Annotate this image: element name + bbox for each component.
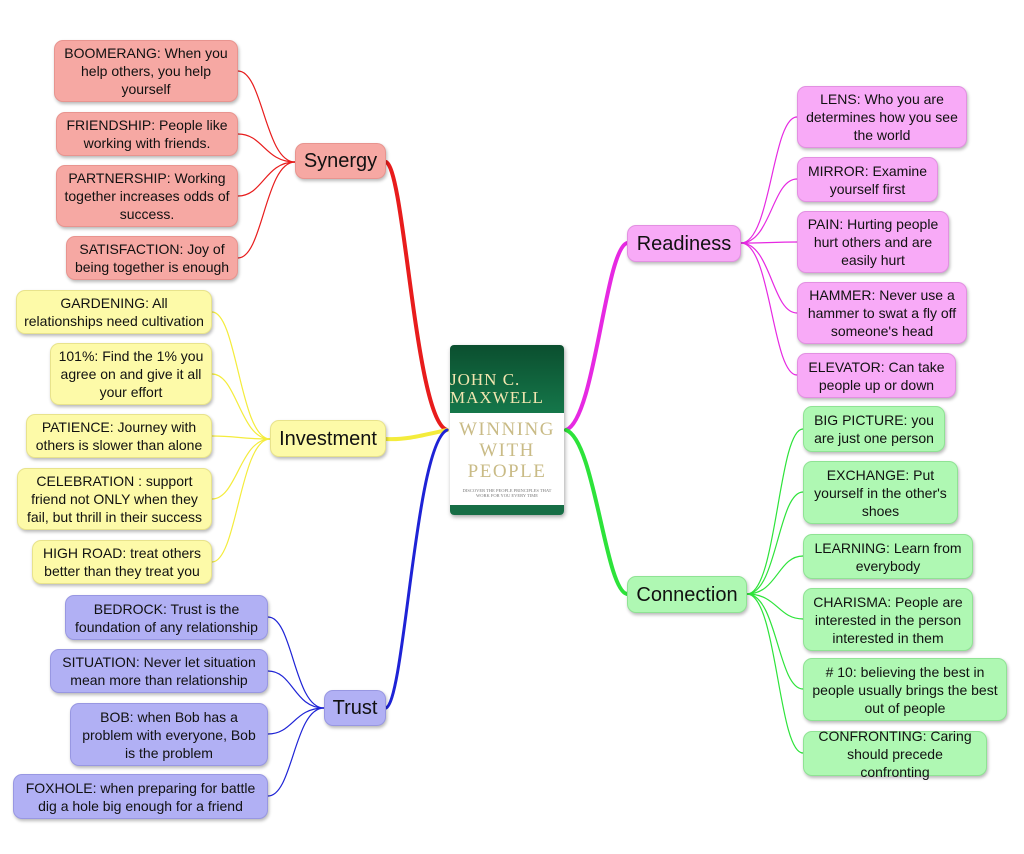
investment-link-3 — [211, 438, 271, 500]
leaf-101-percent[interactable]: 101%: Find the 1% you agree on and give … — [50, 343, 212, 405]
leaf-learning[interactable]: LEARNING: Learn from everybody — [803, 534, 973, 579]
leaf-high-road[interactable]: HIGH ROAD: treat others better than they… — [32, 540, 212, 584]
synergy-link-2 — [237, 161, 296, 197]
leaf-bedrock[interactable]: BEDROCK: Trust is the foundation of any … — [65, 595, 268, 640]
connection-link-2 — [746, 555, 804, 595]
trunk-readiness — [564, 241, 629, 432]
book-cover-footer — [450, 505, 564, 515]
leaf-friendship[interactable]: FRIENDSHIP: People like working with fri… — [56, 112, 238, 156]
leaf-boomerang[interactable]: BOOMERANG: When you help others, you hel… — [54, 40, 238, 102]
leaf-mirror[interactable]: MIRROR: Examine yourself first — [797, 157, 938, 202]
readiness-link-4 — [740, 242, 798, 376]
leaf-big-picture[interactable]: BIG PICTURE: you are just one person — [803, 406, 945, 452]
book-title: WINNING WITH PEOPLE — [459, 419, 555, 482]
leaf-lens[interactable]: LENS: Who you are determines how you see… — [797, 86, 967, 148]
readiness-link-0 — [740, 116, 798, 244]
readiness-link-1 — [740, 178, 798, 244]
leaf-exchange[interactable]: EXCHANGE: Put yourself in the other's sh… — [803, 461, 958, 524]
book-author: JOHN C. MAXWELL — [450, 370, 544, 407]
investment-link-2 — [211, 435, 271, 440]
leaf-celebration[interactable]: CELEBRATION : support friend not ONLY wh… — [17, 468, 212, 530]
trust-link-0 — [267, 616, 325, 709]
branch-connection[interactable]: Connection — [627, 576, 747, 613]
readiness-link-2 — [740, 241, 798, 244]
trunk-synergy — [384, 160, 449, 432]
leaf-bob[interactable]: BOB: when Bob has a problem with everyon… — [70, 703, 268, 766]
leaf-believing[interactable]: # 10: believing the best in people usual… — [803, 658, 1007, 721]
connection-link-5 — [746, 593, 804, 754]
branch-investment[interactable]: Investment — [270, 420, 386, 457]
trunk-trust — [384, 428, 449, 710]
investment-link-0 — [211, 311, 271, 440]
connection-link-3 — [746, 593, 804, 620]
readiness-link-3 — [740, 242, 798, 314]
branch-synergy[interactable]: Synergy — [295, 143, 386, 179]
leaf-satisfaction[interactable]: SATISFACTION: Joy of being together is e… — [66, 236, 238, 280]
connection-link-0 — [746, 428, 804, 595]
branch-trust[interactable]: Trust — [324, 690, 386, 726]
leaf-partnership[interactable]: PARTNERSHIP: Working together increases … — [56, 165, 238, 227]
connection-link-4 — [746, 593, 804, 690]
leaf-elevator[interactable]: ELEVATOR: Can take people up or down — [797, 353, 956, 398]
leaf-foxhole[interactable]: FOXHOLE: when preparing for battle dig a… — [13, 774, 268, 819]
synergy-link-0 — [237, 70, 296, 163]
branch-readiness[interactable]: Readiness — [627, 225, 741, 262]
leaf-confronting[interactable]: CONFRONTING: Caring should precede confr… — [803, 728, 987, 780]
leaf-gardening[interactable]: GARDENING: All relationships need cultiv… — [16, 290, 212, 334]
leaf-situation[interactable]: SITUATION: Never let situation mean more… — [50, 649, 268, 693]
leaf-charisma[interactable]: CHARISMA: People are interested in the p… — [803, 588, 973, 651]
trust-link-2 — [267, 707, 325, 735]
synergy-link-1 — [237, 133, 296, 163]
book-subtitle: DISCOVER THE PEOPLE PRINCIPLES THAT WORK… — [462, 488, 552, 498]
investment-link-4 — [211, 438, 271, 563]
leaf-patience[interactable]: PATIENCE: Journey with others is slower … — [26, 414, 212, 458]
leaf-pain[interactable]: PAIN: Hurting people hurt others and are… — [797, 211, 949, 273]
trunk-connection — [564, 428, 629, 596]
trunk-investment — [384, 428, 449, 442]
connection-link-1 — [746, 491, 804, 595]
leaf-hammer[interactable]: HAMMER: Never use a hammer to swat a fly… — [797, 282, 967, 344]
synergy-link-3 — [237, 161, 296, 259]
investment-link-1 — [211, 373, 271, 440]
trust-link-1 — [267, 670, 325, 709]
trust-link-3 — [267, 707, 325, 797]
central-book-cover: JOHN C. MAXWELL WINNING WITH PEOPLE DISC… — [450, 345, 564, 515]
book-cover-header: JOHN C. MAXWELL — [450, 345, 564, 413]
